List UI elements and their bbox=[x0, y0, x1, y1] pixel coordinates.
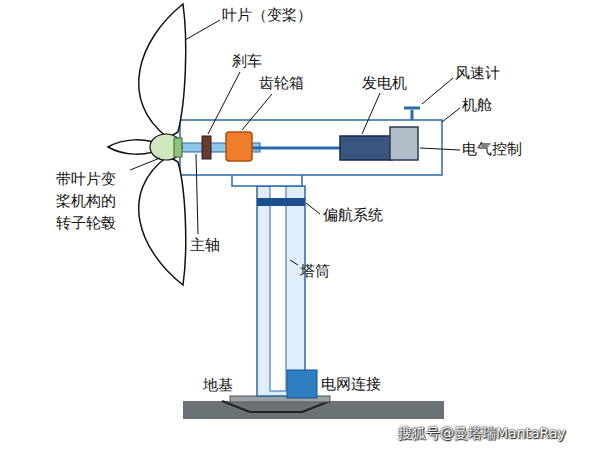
part-label: 偏航系统 bbox=[323, 206, 383, 224]
part-label: 风速计 bbox=[455, 64, 500, 82]
anemometer bbox=[404, 108, 420, 120]
part-label: 电网连接 bbox=[321, 375, 381, 393]
part-label: 机舱 bbox=[462, 96, 492, 114]
watermark: 搜狐号@曼塔瑞MantaRay bbox=[398, 424, 566, 442]
electrical-control bbox=[390, 127, 418, 160]
blade bbox=[139, 4, 186, 138]
blade bbox=[139, 156, 186, 285]
rotor-hub bbox=[150, 134, 182, 160]
foundation-truss bbox=[222, 401, 330, 412]
part-label: 带叶片变 桨机构的 转子轮毂 bbox=[56, 168, 128, 234]
leader-lines bbox=[130, 20, 460, 385]
pitch-mechanism bbox=[174, 138, 182, 157]
part-label: 刹车 bbox=[232, 52, 262, 70]
part-label: 叶片（变桨） bbox=[222, 6, 312, 24]
part-label: 地基 bbox=[203, 376, 233, 394]
yaw-platform bbox=[232, 174, 302, 186]
part-label: 主轴 bbox=[190, 236, 220, 254]
part-label: 齿轮箱 bbox=[259, 74, 304, 92]
foundation-slab bbox=[183, 401, 444, 419]
yaw-system bbox=[257, 198, 305, 206]
part-label: 塔筒 bbox=[300, 262, 330, 280]
gearbox bbox=[226, 132, 252, 161]
part-label: 发电机 bbox=[362, 74, 407, 92]
grid-connection-box bbox=[287, 370, 317, 398]
tower bbox=[257, 186, 305, 396]
tower-channel bbox=[270, 186, 286, 391]
generator bbox=[340, 136, 392, 160]
brake bbox=[202, 136, 211, 159]
part-label: 电气控制 bbox=[462, 140, 522, 158]
